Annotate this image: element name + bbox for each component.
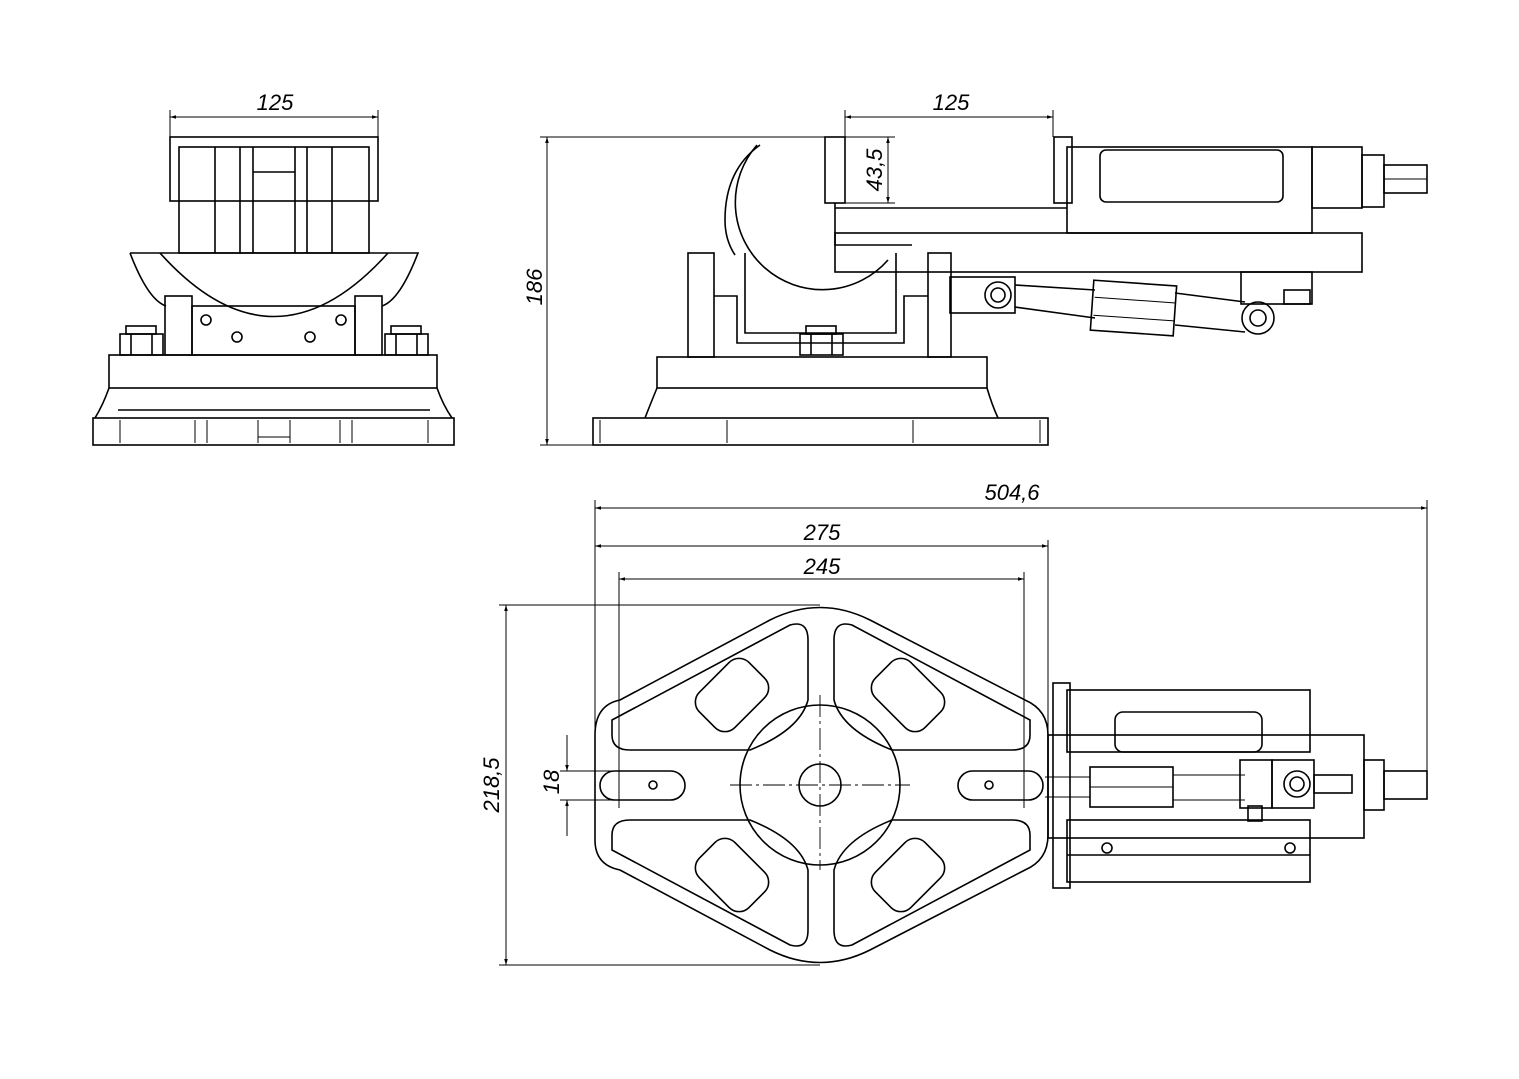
- dim-label: 245: [803, 554, 841, 579]
- dim-label: 275: [803, 520, 841, 545]
- dim-side-jaw-width: 125: [844, 90, 1054, 137]
- link-arm: [949, 271, 1313, 337]
- dimensions: 125 125 43,5 186 504,6 275: [169, 90, 1428, 966]
- dim-label: 125: [933, 90, 970, 115]
- dim-front-width: 125: [169, 90, 379, 137]
- dim-total-height: 186: [522, 136, 825, 446]
- top-view: [594, 606, 1428, 964]
- front-view: [92, 136, 455, 446]
- jaw-assembly-top: [1045, 682, 1428, 889]
- swivel-pads: [694, 657, 946, 913]
- dim-label: 218,5: [479, 757, 504, 814]
- dim-label: 18: [539, 769, 564, 794]
- dim-base-length: 275: [595, 520, 1049, 735]
- nut-right: [384, 325, 429, 356]
- dim-label: 504,6: [984, 480, 1040, 505]
- side-view: [592, 136, 1428, 446]
- dim-label: 186: [522, 268, 547, 305]
- dim-label: 125: [257, 90, 294, 115]
- dim-slot-width: 18: [539, 735, 630, 836]
- center-nut: [799, 325, 844, 356]
- dim-base-width: 218,5: [479, 604, 820, 966]
- dim-total-length: 504,6: [594, 480, 1428, 771]
- dim-jaw-height: 43,5: [845, 136, 895, 204]
- nut-left: [119, 325, 164, 356]
- dim-label: 43,5: [862, 148, 887, 192]
- dim-slot-spacing: 245: [618, 554, 1025, 808]
